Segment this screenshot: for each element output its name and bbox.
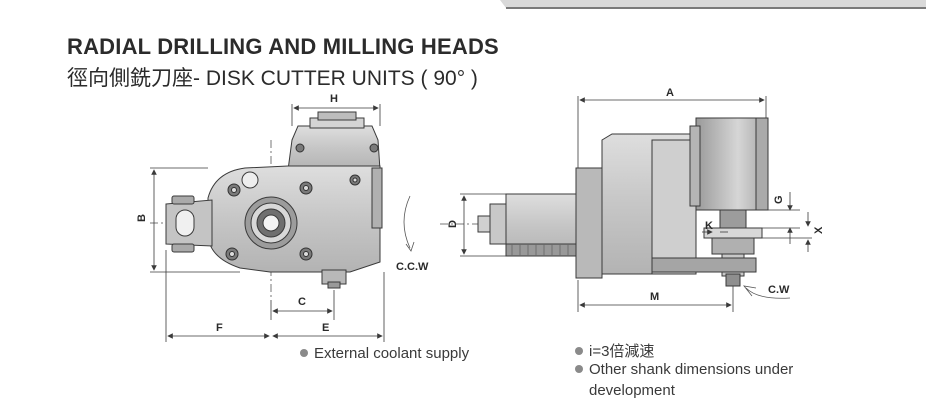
note-shank-line2: development	[589, 382, 675, 399]
front-spindle	[244, 196, 298, 250]
header-band	[500, 0, 926, 9]
note-shank-line1: Other shank dimensions under	[589, 361, 794, 378]
side-dimensions	[460, 96, 812, 312]
dim-m-label: M	[650, 291, 659, 303]
note-ratio-text: i=3倍減速	[589, 343, 655, 360]
front-dimensions	[150, 104, 415, 342]
side-view	[440, 117, 769, 287]
side-upper-head	[695, 117, 767, 211]
dim-a-label: A	[666, 87, 674, 99]
bullet-icon	[575, 347, 583, 356]
dim-c-label: C	[298, 296, 306, 308]
dim-b-label: B	[136, 214, 148, 222]
note-coolant-text: External coolant supply	[314, 345, 470, 362]
note-ratio: i=3倍減速	[575, 340, 654, 361]
dim-h-label: H	[330, 93, 338, 105]
dim-d-label: D	[447, 220, 459, 228]
dim-x-label: X	[813, 226, 825, 234]
cw-label: C.W	[768, 284, 790, 296]
page-title: RADIAL DRILLING AND MILLING HEADS	[67, 34, 499, 59]
front-view	[150, 111, 385, 300]
ccw-label: C.C.W	[396, 261, 429, 273]
bullet-icon	[300, 349, 308, 358]
note-shank: Other shank dimensions under	[575, 361, 793, 378]
dim-e-label: E	[322, 322, 329, 334]
bullet-icon	[575, 365, 583, 374]
dim-f-label: F	[216, 322, 223, 334]
page-subtitle: 徑向側銑刀座- DISK CUTTER UNITS ( 90° )	[67, 67, 478, 90]
front-bolts	[225, 143, 379, 261]
side-base-plate	[651, 257, 757, 273]
dim-g-label: G	[773, 195, 785, 204]
dim-k-label: K	[705, 220, 713, 232]
note-coolant: External coolant supply	[300, 345, 469, 362]
